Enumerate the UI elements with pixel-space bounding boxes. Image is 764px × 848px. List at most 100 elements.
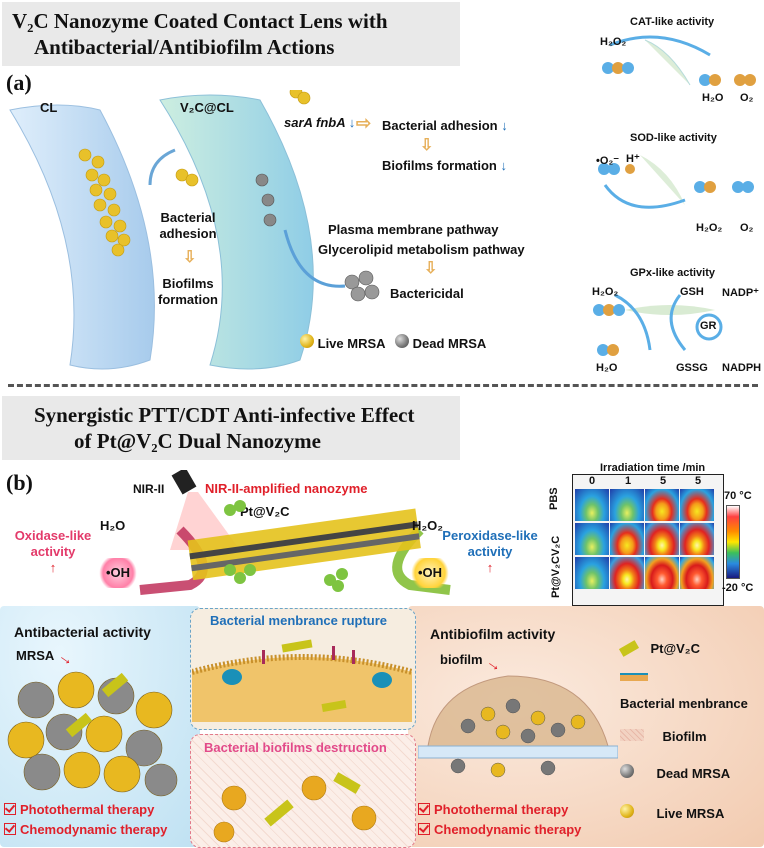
pt-v2c-label: Pt@V₂C <box>240 504 290 519</box>
arrow-down-pathway: ⇩ <box>424 260 438 277</box>
peroxidase-line1: Peroxidase-like <box>442 528 538 543</box>
legend-biofilm: Biofilm <box>620 728 707 746</box>
legend-dead-text-b: Dead MRSA <box>656 766 731 781</box>
heat-cell <box>680 557 714 589</box>
cat-o2: O₂ <box>740 92 754 104</box>
gpx-illustration <box>593 293 723 356</box>
biofilm-icon <box>620 729 644 741</box>
oxidase-line1: Oxidase-like <box>14 528 92 543</box>
antibiofilm-title: Antibiofilm activity <box>430 626 556 642</box>
pt-v2c-icon <box>618 640 640 657</box>
checkbox-icon <box>418 823 430 835</box>
oxidase-activity: Oxidase-like activity ↑ <box>12 528 94 576</box>
membrane-icon <box>620 673 648 681</box>
adhesion-down-arrow: ↓ <box>501 118 508 133</box>
gpx-h2o2: H₂O₂ <box>592 286 619 298</box>
therapy1-text: Photothermal therapy <box>20 802 155 817</box>
row-pt-v2c: Pt@V₂C <box>550 556 562 598</box>
biofilms-down-arrow: ↓ <box>500 158 507 173</box>
panel-b-title-line1: Synergistic PTT/CDT Anti-infective Effec… <box>34 403 415 427</box>
oh-burst-right: •OH <box>410 558 450 588</box>
oh-right-text: •OH <box>417 565 443 580</box>
bacterial-adhesion-right: Bacterial adhesion ↓ <box>382 118 508 133</box>
cat-title: CAT-like activity <box>630 16 715 28</box>
heatmap-grid <box>575 489 715 589</box>
bacterial-adhesion-left: Bacterial adhesion <box>159 210 217 241</box>
sod-o2: O₂ <box>740 222 754 234</box>
section-divider <box>8 384 758 387</box>
panel-a-title-line2: Antibacterial/Antibiofilm Actions <box>34 35 335 59</box>
cl-label: CL <box>40 100 58 115</box>
heat-cell <box>610 557 644 589</box>
sod-h2o2: H₂O₂ <box>696 222 723 234</box>
h2o2-label: H₂O₂ <box>412 518 444 533</box>
sod-title: SOD-like activity <box>630 132 717 144</box>
cat-h2o: H₂O <box>702 92 724 104</box>
peroxidase-up-arrow: ↑ <box>486 560 494 575</box>
heat-cell <box>575 557 609 589</box>
bactericidal-label: Bactericidal <box>390 286 464 301</box>
panel-a-title: V₂C Nanozyme Coated Contact Lens with An… <box>2 2 460 66</box>
nir-label: NIR-II <box>133 482 165 496</box>
legend-dead-mrsa: Dead MRSA <box>395 334 486 351</box>
legend-pt-v2c-text: Pt@V₂C <box>650 641 700 656</box>
legend-biofilm-text: Biofilm <box>662 729 707 744</box>
live-mrsa-legend-icon <box>620 804 634 818</box>
arrow-down-adhesion: ⇩ <box>420 137 434 154</box>
membrane-rupture-title: Bacterial menbrance rupture <box>210 613 388 628</box>
cat-h2o2: H₂O₂ <box>600 36 627 48</box>
legend-pt-v2c: Pt@V₂C <box>618 640 700 658</box>
row-pbs: PBS <box>548 487 560 510</box>
gpx-gssg: GSSG <box>676 362 708 374</box>
mrsa-label: MRSA <box>16 648 55 663</box>
h2o-label: H₂O <box>100 518 126 533</box>
dead-bacteria-lens <box>255 173 277 227</box>
live-bacteria-cluster <box>78 148 131 257</box>
therapy2-text: Chemodynamic therapy <box>20 822 168 837</box>
sod-illustration <box>598 155 754 209</box>
legend-dead: Dead MRSA <box>620 764 730 783</box>
checkbox-icon <box>4 823 16 835</box>
nanozyme-illustration <box>139 470 451 595</box>
nanosheet <box>187 508 421 581</box>
contact-lens-illustration <box>9 90 380 370</box>
sod-h-plus: H⁺ <box>626 153 640 165</box>
heat-cell <box>645 523 679 555</box>
panel-b-label: (b) <box>6 470 33 495</box>
heat-cell <box>680 523 714 555</box>
arrow-right-genes: ⇨ <box>356 113 372 133</box>
gpx-gr: GR <box>700 320 717 332</box>
oxidase-line2: activity <box>30 544 76 559</box>
legend-live-text: Live MRSA <box>317 336 386 351</box>
dead-bacteria-cluster <box>344 270 380 302</box>
sod-superoxide: •O₂⁻ <box>596 155 620 167</box>
checkbox-icon <box>4 803 16 815</box>
lens-v2c-cl <box>159 94 314 370</box>
panel-a-label: (a) <box>6 70 32 95</box>
gpx-h2o: H₂O <box>596 362 618 374</box>
legend-membrane <box>620 668 648 686</box>
nir-amplified-label: NIR-II-amplified nanozyme <box>205 481 368 496</box>
heat-cell <box>610 523 644 555</box>
biofilms-formation-right: Biofilms formation ↓ <box>382 158 507 173</box>
heat-cell <box>645 489 679 521</box>
biofilm-label: biofilm <box>440 652 483 667</box>
mrsa-cluster <box>7 671 178 797</box>
row-v2c: V₂C <box>550 535 562 556</box>
legend-live: Live MRSA <box>620 804 724 823</box>
heat-cell <box>680 489 714 521</box>
time-0: 0 <box>589 475 596 487</box>
therapy-chemodynamic-right: Chemodynamic therapy <box>418 820 581 840</box>
pathway-1: Plasma membrane pathway <box>328 222 499 237</box>
cat-illustration <box>602 35 756 86</box>
panel-b-title-line2: of Pt@V₂C Dual Nanozyme <box>74 429 321 453</box>
v2c-cl-label: V₂C@CL <box>180 100 234 115</box>
gpx-nadph: NADPH <box>722 362 762 374</box>
dead-mrsa-icon <box>395 334 409 348</box>
bacterial-adhesion-right-text: Bacterial adhesion <box>382 118 498 133</box>
therapy-chemodynamic: Chemodynamic therapy <box>4 820 167 840</box>
biofilm-destruction-illustration <box>213 772 377 843</box>
panel-a-title-line1: V₂C Nanozyme Coated Contact Lens with <box>12 9 388 33</box>
membrane-illustration <box>192 639 412 722</box>
oh-left-text: •OH <box>105 565 131 580</box>
